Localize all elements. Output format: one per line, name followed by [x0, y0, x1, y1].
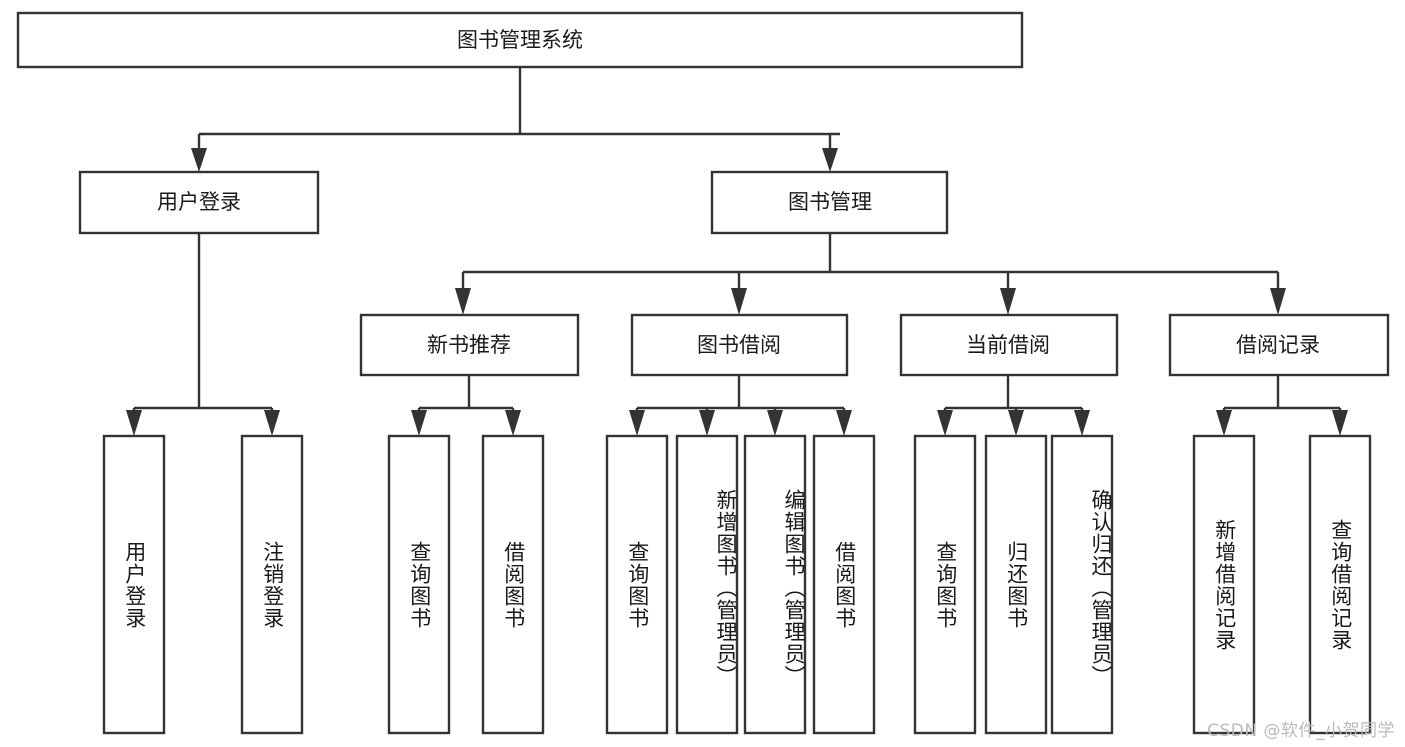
arrow-leaf-borrow-record-1	[1216, 410, 1232, 436]
node-user-login[interactable]	[78, 170, 320, 235]
arrow-current-borrow	[1000, 288, 1016, 315]
arrow-leaf-current-borrow-1	[937, 410, 953, 436]
leaf-box-book-borrow-add[interactable]	[675, 434, 739, 735]
node-new-book-recommend-label: 新书推荐	[427, 333, 511, 357]
node-current-borrow-label: 当前借阅	[966, 333, 1050, 357]
connectors-book-borrow-leaves	[629, 375, 852, 436]
arrow-leaf-book-borrow-1	[629, 410, 645, 436]
arrow-leaf-book-borrow-3	[767, 410, 783, 436]
connectors-borrow-record-leaves	[1216, 375, 1348, 436]
connectors-root-to-level2	[191, 67, 840, 172]
node-root-label: 图书管理系统	[457, 28, 583, 52]
node-current-borrow[interactable]	[899, 313, 1119, 377]
arrow-leaf-borrow-record-2	[1332, 410, 1348, 436]
leaf-box-book-borrow-edit[interactable]	[743, 434, 807, 735]
leaf-box-borrow-record-add[interactable]	[1192, 434, 1256, 735]
node-new-book-recommend[interactable]	[359, 313, 580, 377]
connectors-new-book-leaves	[411, 375, 521, 436]
node-book-management-label: 图书管理	[788, 190, 872, 214]
watermark-text: CSDN @软件_小贺同学	[1207, 721, 1395, 741]
arrow-user-login	[191, 148, 207, 172]
arrow-leaf-new-book-1	[411, 410, 427, 436]
arrow-leaf-new-book-2	[505, 410, 521, 436]
node-user-login-label: 用户登录	[157, 190, 241, 214]
node-book-borrow-label: 图书借阅	[697, 333, 781, 357]
connectors-book-manage-to-level3	[455, 233, 1286, 315]
leaf-box-user-login-logout[interactable]	[240, 434, 304, 735]
leaf-box-book-borrow-borrow[interactable]	[812, 434, 876, 735]
arrow-leaf-user-login-1	[126, 410, 142, 436]
leaf-box-new-book-query[interactable]	[387, 434, 451, 735]
arrow-book-manage	[822, 148, 838, 172]
node-book-management[interactable]	[710, 170, 949, 235]
arrow-leaf-current-borrow-2	[1008, 410, 1024, 436]
arrow-leaf-user-login-2	[264, 410, 280, 436]
leaf-box-user-login-login[interactable]	[102, 434, 166, 735]
arrow-book-borrow	[731, 288, 747, 315]
node-borrow-record-label: 借阅记录	[1236, 333, 1320, 357]
arrow-new-book	[455, 288, 471, 315]
node-root-book-management-system[interactable]	[16, 11, 1024, 69]
arrow-borrow-record	[1270, 288, 1286, 315]
node-borrow-record[interactable]	[1168, 313, 1390, 377]
leaf-box-book-borrow-query[interactable]	[605, 434, 669, 735]
leaf-box-current-borrow-confirm[interactable]	[1050, 434, 1114, 735]
arrow-leaf-book-borrow-4	[836, 410, 852, 436]
leaf-box-borrow-record-query[interactable]	[1308, 434, 1372, 735]
arrow-leaf-current-borrow-3	[1074, 410, 1090, 436]
leaf-box-current-borrow-query[interactable]	[913, 434, 977, 735]
connectors-current-borrow-leaves	[937, 375, 1090, 436]
leaf-box-new-book-borrow[interactable]	[481, 434, 545, 735]
arrow-leaf-book-borrow-2	[699, 410, 715, 436]
leaf-box-current-borrow-return[interactable]	[984, 434, 1048, 735]
node-book-borrow[interactable]	[630, 313, 849, 377]
connectors-user-login-leaves	[126, 233, 280, 436]
